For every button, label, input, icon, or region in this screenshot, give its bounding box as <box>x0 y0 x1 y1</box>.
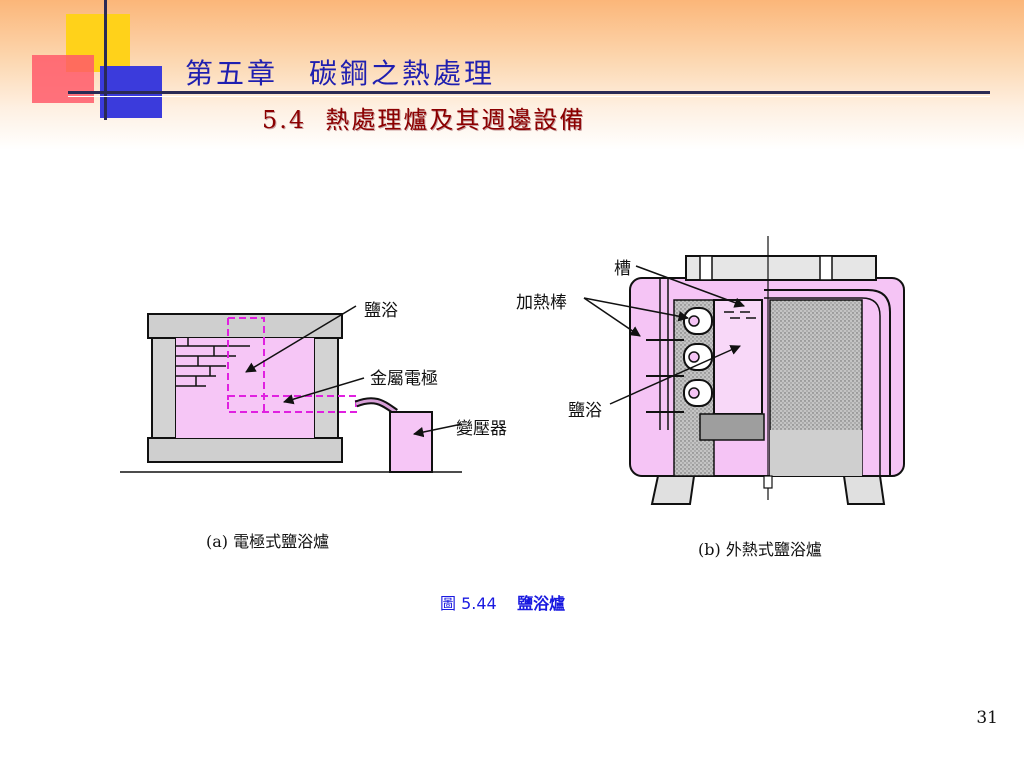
transformer-box <box>389 411 433 473</box>
label-salt-bath-b: 鹽浴 <box>568 401 602 421</box>
label-transformer: 變壓器 <box>456 419 507 439</box>
header-rule <box>68 91 990 94</box>
label-heating-rod: 加熱棒 <box>516 293 567 313</box>
left-wall <box>151 337 177 439</box>
caption-panel-b: (b) 外熱式鹽浴爐 <box>698 540 822 559</box>
decorative-logo <box>32 0 162 120</box>
figure-caption: 圖 5.44 鹽浴爐 <box>440 590 565 614</box>
heating-rods <box>683 307 713 407</box>
bottom-slab <box>147 437 343 463</box>
salt-bath-area <box>176 338 314 438</box>
figure-name: 鹽浴爐 <box>517 594 566 613</box>
figure-number: 圖 5.44 <box>440 594 497 613</box>
label-tank: 槽 <box>614 259 631 279</box>
header-band <box>0 0 1024 150</box>
caption-panel-a: (a) 電極式鹽浴爐 <box>206 532 330 551</box>
header-rule-highlight <box>68 96 990 97</box>
salt-bath-b-area <box>718 304 758 408</box>
page-number: 31 <box>976 708 998 728</box>
left-leg <box>650 475 696 505</box>
brick-lines <box>176 338 250 387</box>
slide-title: 第五章 碳鋼之熱處理 <box>185 57 496 90</box>
top-cap <box>685 255 877 281</box>
label-metal-electrode: 金屬電極 <box>370 369 438 389</box>
label-salt-bath-a: 鹽浴 <box>364 301 398 321</box>
right-leg <box>842 475 886 505</box>
slide-subtitle: 5.4 熱處理爐及其週邊設備 <box>262 106 586 134</box>
